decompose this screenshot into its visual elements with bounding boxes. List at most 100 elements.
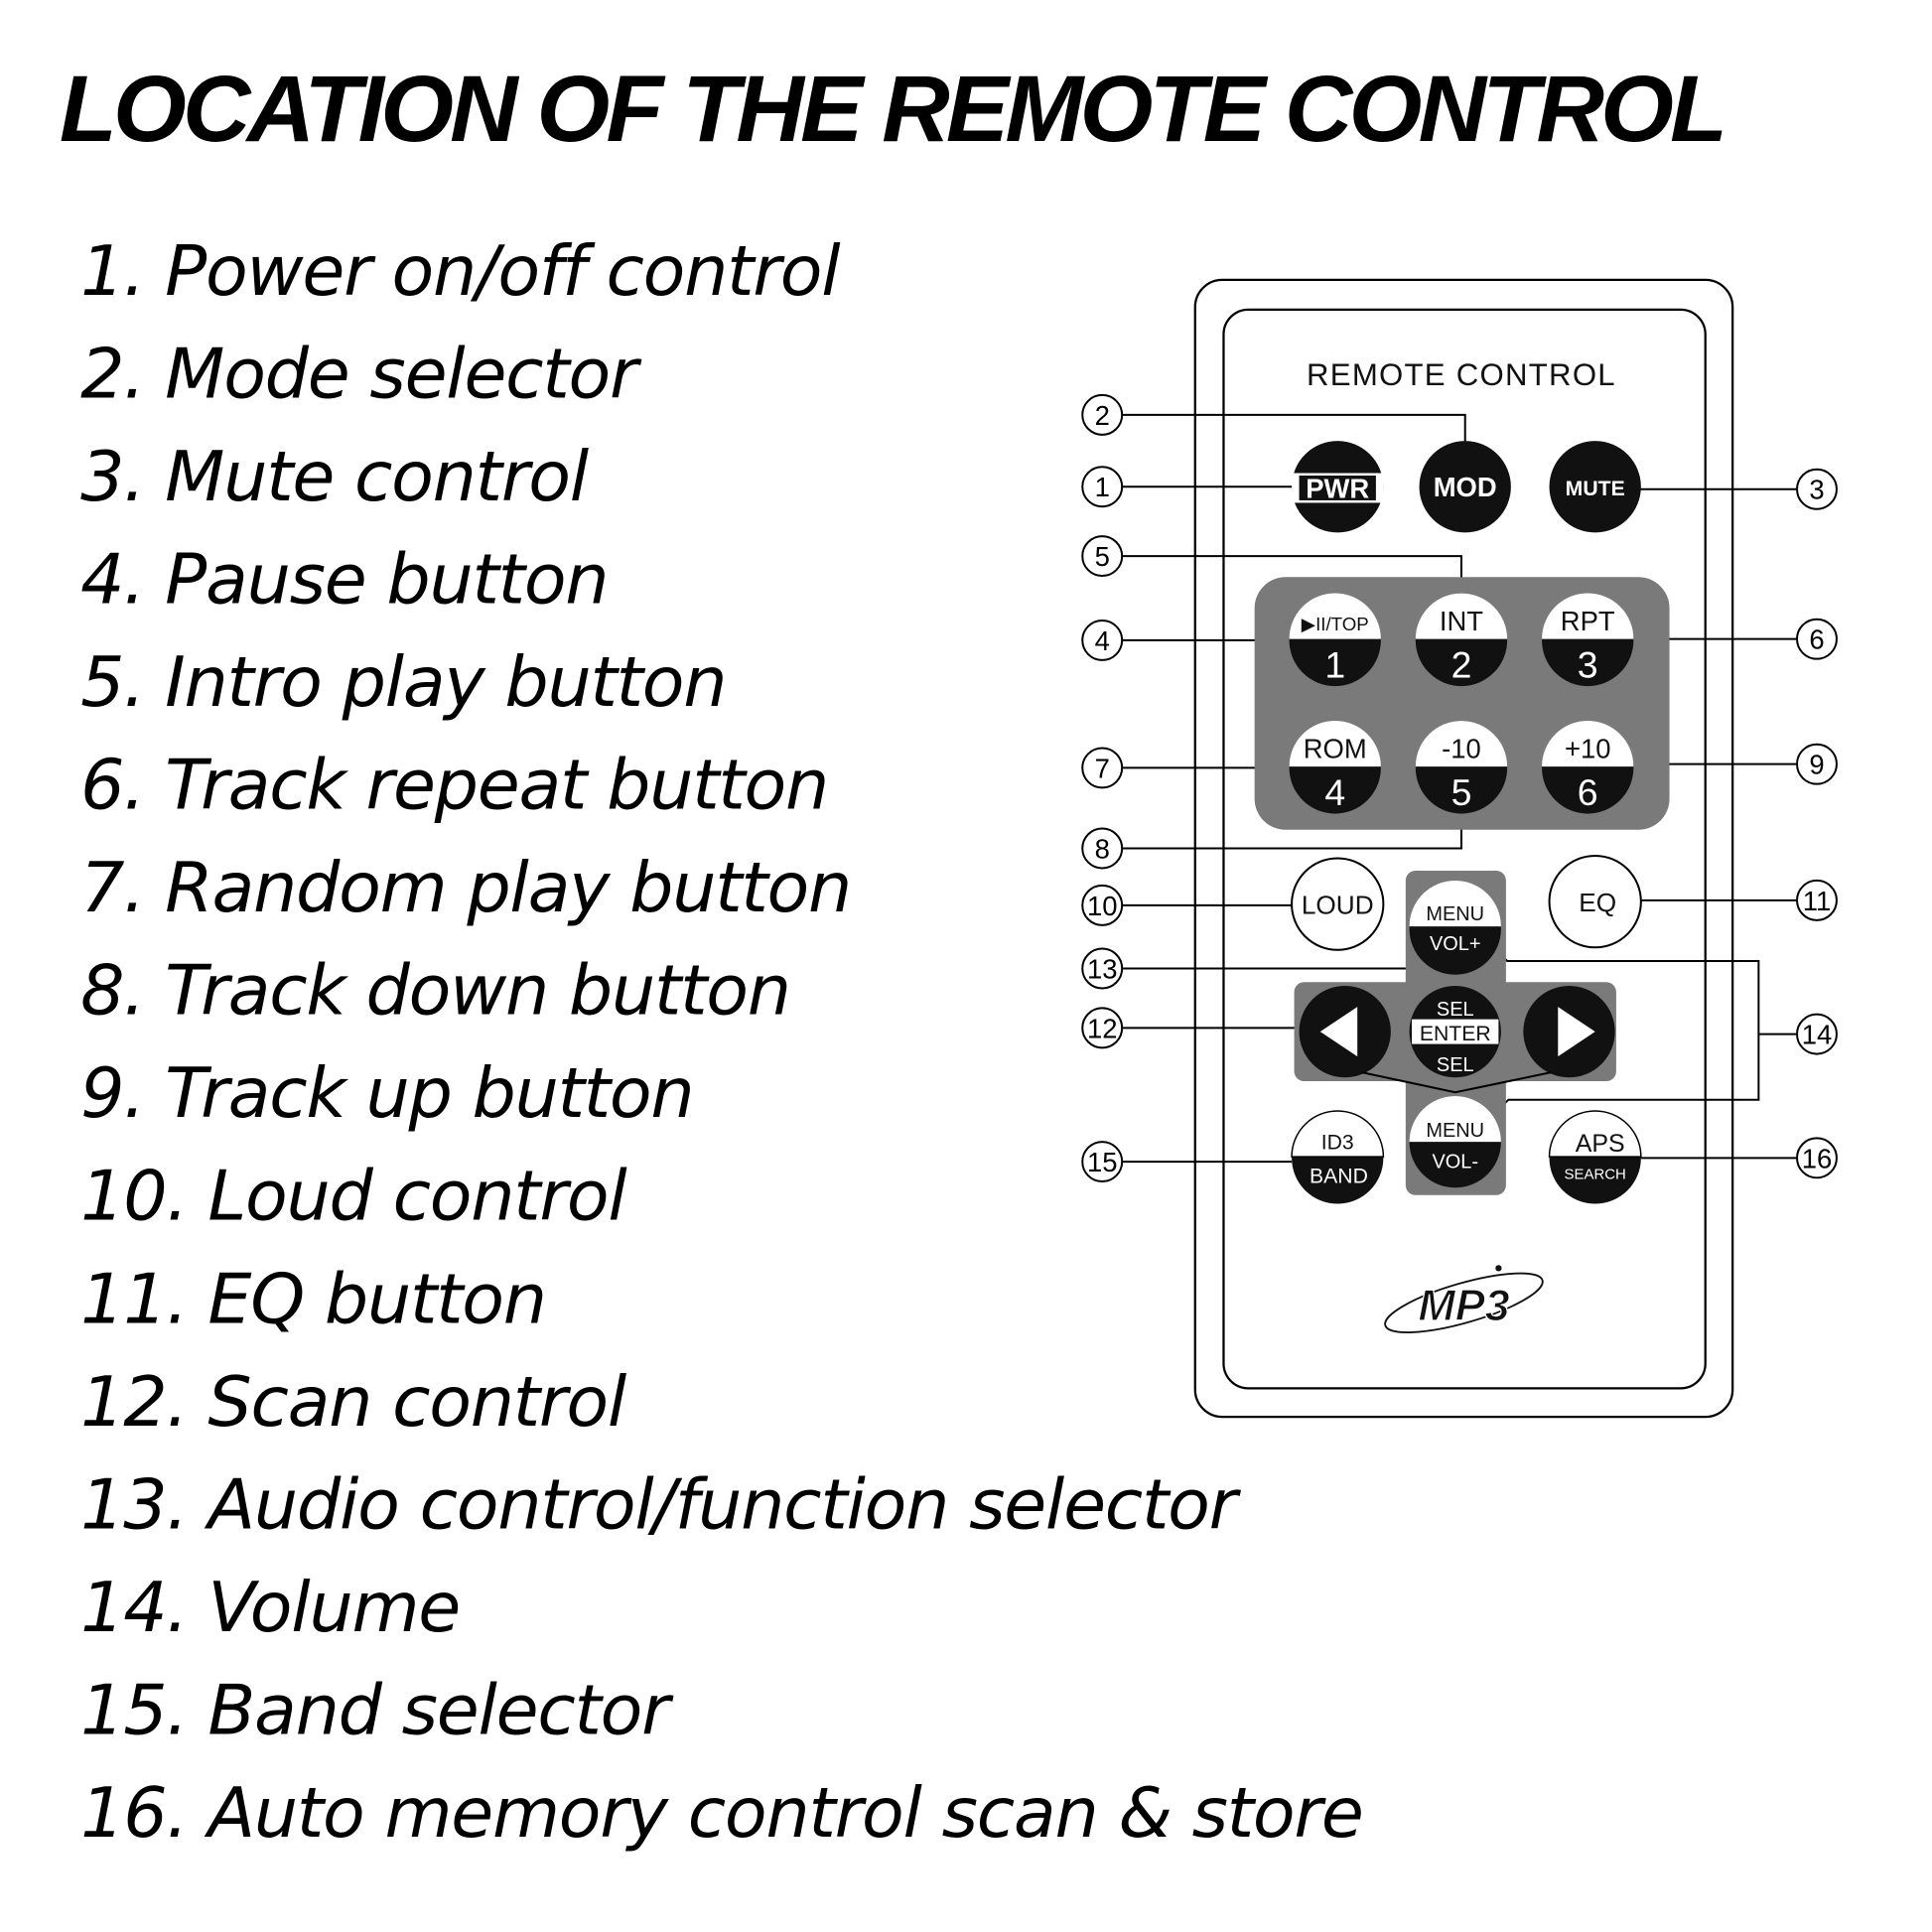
scan-right-button[interactable] (1523, 985, 1615, 1078)
remote-header: REMOTE CONTROL (1307, 357, 1616, 392)
callout-number: 12 (1087, 1013, 1118, 1043)
legend-item: 15. Band selector (80, 1670, 674, 1750)
legend-item: 2. Mode selector (80, 334, 642, 414)
scan-leader (1361, 1071, 1551, 1094)
key-top-label: INT (1440, 606, 1483, 636)
enter-mid-label: ENTER (1420, 1023, 1491, 1045)
callout-number: 15 (1087, 1147, 1118, 1177)
callout-15: 15 (1081, 1141, 1124, 1183)
vol-up-top-label: MENU (1426, 903, 1484, 925)
mute-button[interactable]: MUTE (1549, 441, 1641, 533)
callout-12: 12 (1081, 1007, 1124, 1049)
callout-number: 1 (1095, 472, 1110, 502)
callout-16: 16 (1796, 1137, 1838, 1179)
callout-5: 5 (1081, 535, 1124, 578)
callout-number: 9 (1809, 750, 1824, 780)
number-key-3[interactable]: RPT 3 (1542, 593, 1634, 687)
number-key-5[interactable]: -105 (1415, 721, 1508, 814)
callout-3: 3 (1796, 468, 1838, 510)
aps-search-button[interactable]: APS SEARCH (1548, 1110, 1642, 1204)
legend-item: 1. Power on/off control (80, 231, 841, 312)
callout-8: 8 (1081, 827, 1124, 870)
callout-7: 7 (1081, 747, 1124, 789)
key-top-label: +10 (1565, 733, 1611, 763)
callout-2: 2 (1081, 393, 1124, 436)
mute-label: MUTE (1566, 478, 1625, 500)
number-key-4[interactable]: ROM 4 (1289, 721, 1381, 814)
callout-number: 6 (1809, 624, 1824, 655)
callout-number: 2 (1095, 400, 1110, 431)
eq-button[interactable]: EQ (1548, 854, 1642, 949)
legend-item: 12. Scan control (80, 1362, 627, 1443)
mp3-logo: MP3 (1384, 1265, 1544, 1333)
enter-top-label: SEL (1437, 999, 1474, 1021)
key-number-label: 6 (1578, 771, 1598, 813)
key-number-label: 1 (1324, 643, 1345, 685)
key-number-label: 2 (1451, 643, 1472, 685)
band-button[interactable]: ID3 BAND (1291, 1110, 1385, 1204)
callout-6: 6 (1796, 618, 1838, 660)
legend-item: 11. EQ button (80, 1259, 546, 1339)
key-top-label: -10 (1442, 733, 1481, 763)
key-top-label: ▶II/TOP (1302, 614, 1369, 634)
page-title: LOCATION OF THE REMOTE CONTROL (60, 57, 1724, 162)
callout-number: 4 (1095, 625, 1110, 656)
power-label: PWR (1306, 473, 1369, 503)
legend-item: 6. Track repeat button (80, 746, 828, 826)
callout-number: 7 (1095, 753, 1110, 783)
mode-label: MOD (1434, 472, 1497, 502)
legend-item: 13. Audio control/function selector (80, 1464, 1242, 1545)
eq-label: EQ (1579, 888, 1616, 917)
legend-item: 10. Loud control (80, 1157, 627, 1237)
svg-text:MP3: MP3 (1418, 1280, 1509, 1330)
aps-bottom-label: SEARCH (1565, 1167, 1626, 1183)
vol-down-button[interactable]: MENU VOL- (1409, 1095, 1501, 1188)
legend-item: 14. Volume (80, 1568, 460, 1648)
key-number-label: 3 (1578, 643, 1598, 685)
callout-14: 14 (1796, 1013, 1838, 1055)
legend-item: 16. Auto memory control scan & store (80, 1773, 1363, 1854)
callout-13: 13 (1081, 947, 1124, 990)
legend-item: 4. Pause button (80, 540, 608, 621)
callout-number: 16 (1802, 1143, 1833, 1173)
vol-up-bottom-label: VOL+ (1430, 933, 1481, 955)
loud-button[interactable]: LOUD (1291, 857, 1385, 951)
power-button[interactable]: PWR (1292, 441, 1384, 533)
aps-top-label: APS (1576, 1130, 1625, 1158)
number-key-1[interactable]: ▶II/TOP 1 (1289, 593, 1381, 687)
callout-number: 3 (1809, 475, 1824, 505)
scan-left-button[interactable] (1299, 985, 1391, 1078)
left-arrow-icon (1319, 1007, 1358, 1057)
legend-item: 8. Track down button (80, 951, 790, 1032)
legend-item: 3. Mute control (80, 437, 590, 517)
vol-down-bottom-label: VOL- (1432, 1151, 1478, 1173)
band-top-label: ID3 (1321, 1132, 1354, 1155)
legend-item: 9. Track up button (80, 1053, 693, 1134)
legend-list: 1. Power on/off control 2. Mode selector… (80, 231, 1364, 1854)
vol-down-top-label: MENU (1426, 1120, 1484, 1142)
callout-10: 10 (1081, 884, 1124, 926)
callout-number: 14 (1802, 1020, 1833, 1050)
enter-button[interactable]: SEL ENTER SEL (1409, 985, 1501, 1078)
legend-item: 5. Intro play button (80, 642, 726, 723)
key-top-label: RPT (1561, 606, 1615, 636)
loud-label: LOUD (1302, 891, 1374, 920)
number-key-6[interactable]: +106 (1542, 721, 1634, 814)
key-number-label: 4 (1324, 771, 1345, 813)
right-arrow-icon (1558, 1007, 1595, 1057)
callout-1: 1 (1081, 466, 1124, 508)
vol-up-button[interactable]: MENU VOL+ (1409, 880, 1501, 975)
callout-9: 9 (1796, 743, 1838, 785)
key-number-label: 5 (1451, 771, 1472, 813)
mode-button[interactable]: MOD (1419, 441, 1511, 533)
band-bottom-label: BAND (1310, 1165, 1368, 1187)
callout-number: 11 (1803, 886, 1831, 916)
callout-4: 4 (1081, 619, 1124, 661)
number-key-2[interactable]: INT 2 (1415, 593, 1508, 687)
callout-number: 5 (1095, 541, 1110, 572)
key-top-label: ROM (1304, 733, 1367, 763)
callout-number: 8 (1095, 833, 1110, 864)
callout-number: 13 (1087, 953, 1118, 984)
